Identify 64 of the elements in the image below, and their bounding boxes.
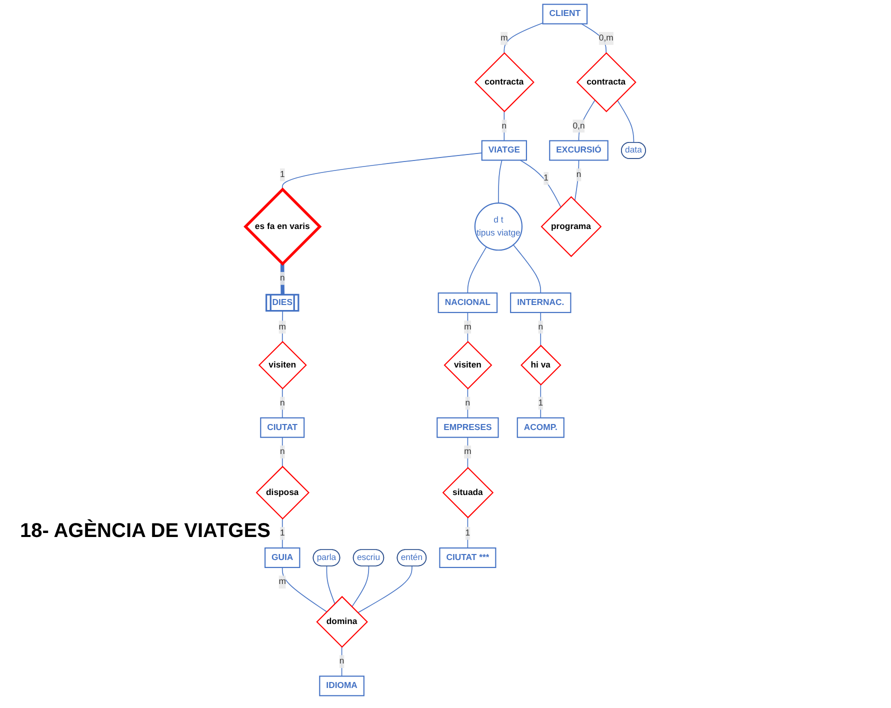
connector [282,152,482,190]
edge-label: m [464,322,472,332]
node-diamond: visiten [444,340,492,390]
node-diamond: hi va [520,344,562,386]
edge-label: n [280,398,285,408]
edge-label: m [500,34,508,43]
connector [467,388,468,418]
node-box: IDIOMA [319,676,364,696]
edge-label: 1 [280,170,285,180]
node-diamond: contracta [474,52,534,112]
connector [282,436,283,467]
connector [467,246,487,294]
edge-label: n [280,447,285,456]
node-box: NACIONAL [438,292,498,314]
connector [504,22,544,54]
connector [282,388,283,418]
node-box: CLIENT [542,4,588,24]
connector [616,100,634,144]
edge-label: m [464,447,472,456]
edge-label: m [278,322,286,332]
connector [326,566,336,604]
node-box: GUIA [264,547,300,568]
node-box: INTERNAC. [510,292,572,314]
edge-label: 0,m [598,34,614,43]
edge-label: n [465,398,470,408]
node-box: CIUTAT *** [439,547,496,568]
edge-label: n [339,656,344,666]
edge-label: 1 [465,528,470,538]
node-diamond: domina [316,596,368,648]
edge-label: n [538,322,544,332]
connector [580,23,607,54]
edge-label: m [278,577,286,586]
node-diamond: es fa en varis [244,188,322,266]
connector [341,646,342,677]
connector [351,566,370,608]
edge-label: 1 [544,174,548,183]
node-diamond: contracta [576,52,636,112]
edge-label: 1 [538,398,544,408]
connector [498,160,502,204]
node-box: VIATGE [481,140,527,161]
edge-label: 0,n [572,121,585,130]
connector [504,111,505,142]
connector [282,567,328,612]
node-box: ACOMP. [516,417,564,438]
edge-label: 1 [280,528,285,538]
connector [520,160,562,208]
connector [357,566,412,614]
edge-label: n [576,170,582,180]
node-box: EMPRESES [436,417,499,438]
diagram-title: 18- AGÈNCIA DE VIATGES [20,520,270,543]
node-diamond: visiten [258,340,307,390]
connector [540,312,542,346]
node-diamond: situada [442,467,494,518]
connector [574,160,580,202]
node-diamond: programa [540,196,602,258]
node-box: EXCURSIÓ [549,140,608,161]
edge-label: n [502,121,507,130]
node-diamond: disposa [256,466,310,520]
connector [578,100,596,142]
node-box: CIUTAT [260,417,305,438]
connector [512,244,542,294]
node-circle: d t tipus viatge [474,202,523,251]
connector [280,264,285,295]
edge-label: n [280,274,285,283]
